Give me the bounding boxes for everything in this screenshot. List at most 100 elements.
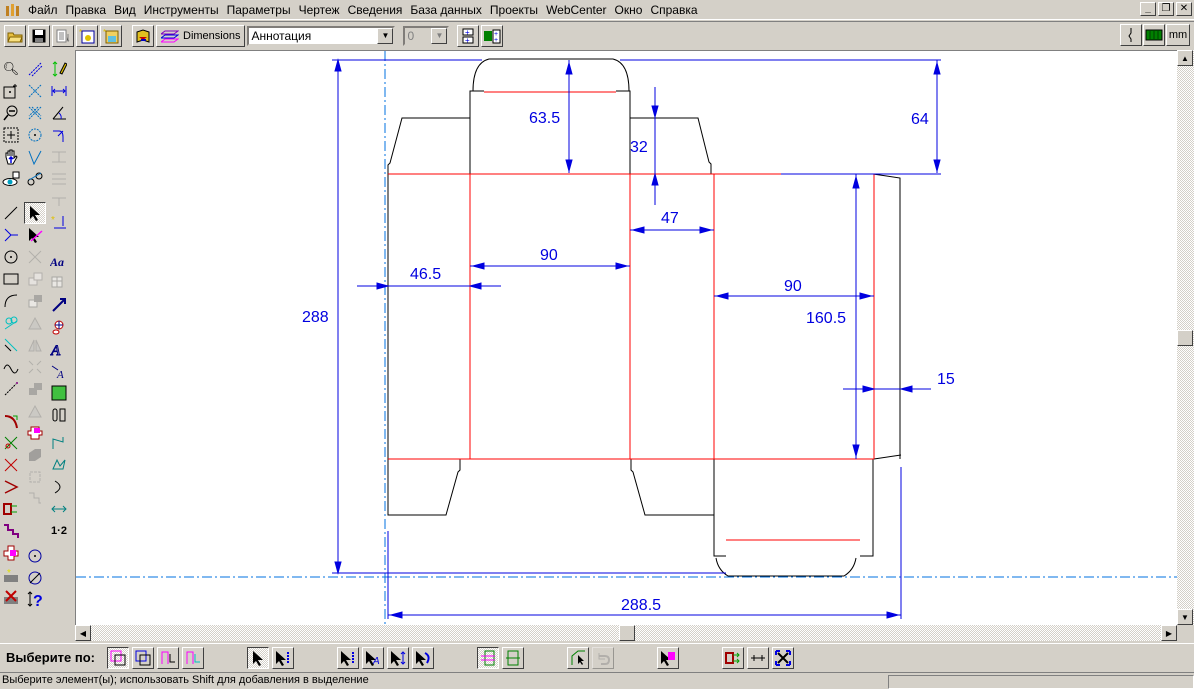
- scroll-up-button[interactable]: ▲: [1177, 50, 1193, 66]
- numbering-icon[interactable]: 1·2: [51, 525, 67, 537]
- radius-dimension-icon[interactable]: [48, 124, 70, 146]
- restore-button[interactable]: ❐: [1158, 2, 1174, 16]
- angle-icon[interactable]: [24, 146, 46, 168]
- arc-tool-icon[interactable]: [0, 290, 22, 312]
- vertical-scroll-thumb[interactable]: [1177, 330, 1193, 346]
- select-arrow-icon[interactable]: [24, 202, 46, 224]
- menu-database[interactable]: База данных: [410, 2, 482, 17]
- number-select[interactable]: 0 ▼: [403, 25, 450, 46]
- distance-arrow-icon[interactable]: [48, 498, 70, 520]
- layer-order-button[interactable]: ++: [457, 24, 480, 47]
- fillet-tool-icon[interactable]: [0, 312, 22, 334]
- bevel-tool-icon[interactable]: [0, 410, 22, 432]
- angle-dimension-icon[interactable]: [48, 102, 70, 124]
- horizontal-dimension-icon[interactable]: [48, 80, 70, 102]
- join-tool-icon[interactable]: [0, 542, 22, 564]
- close-button[interactable]: ✕: [1176, 2, 1192, 16]
- array-tool-icon[interactable]: [0, 498, 22, 520]
- offset-tool-icon[interactable]: [24, 378, 46, 400]
- outline-tool-icon[interactable]: [24, 466, 46, 488]
- menu-webcenter[interactable]: WebCenter: [546, 2, 607, 17]
- half-circle-icon[interactable]: [48, 476, 70, 498]
- copy-tool-icon[interactable]: [24, 268, 46, 290]
- undo-select-button[interactable]: [592, 646, 615, 669]
- dimension-baseline-icon[interactable]: [48, 190, 70, 212]
- select-query-icon[interactable]: [24, 224, 46, 246]
- tangent-icon[interactable]: [24, 168, 46, 190]
- chevron-down-icon[interactable]: ▼: [431, 27, 448, 44]
- layer-manager-button[interactable]: ++: [481, 24, 504, 47]
- clip-tool-icon[interactable]: [48, 404, 70, 426]
- select-line-button[interactable]: [337, 646, 360, 669]
- select-layer-button[interactable]: [477, 646, 500, 669]
- text-style-icon[interactable]: A: [48, 338, 70, 360]
- units-button[interactable]: mm: [1166, 24, 1190, 46]
- trim-tool-icon[interactable]: [24, 246, 46, 268]
- pan-hand-icon[interactable]: [0, 146, 22, 168]
- nick-tool-icon[interactable]: *: [0, 564, 22, 586]
- select-text-button[interactable]: A: [362, 646, 385, 669]
- v-notch-icon[interactable]: [0, 476, 22, 498]
- zoom-window-icon[interactable]: [0, 80, 22, 102]
- menu-parameters[interactable]: Параметры: [226, 2, 291, 17]
- leader-arrow-icon[interactable]: [48, 294, 70, 316]
- menu-file[interactable]: Файл: [28, 2, 58, 17]
- menu-window[interactable]: Окно: [614, 2, 643, 17]
- measure-query-icon[interactable]: ?: [24, 588, 46, 610]
- scale-tool-icon[interactable]: [24, 356, 46, 378]
- circle-tool-icon[interactable]: [0, 246, 22, 268]
- menu-info[interactable]: Сведения: [347, 2, 403, 17]
- profile-tool-icon[interactable]: [48, 432, 70, 454]
- zoom-out-icon[interactable]: [0, 102, 22, 124]
- line-type-button[interactable]: [1120, 24, 1142, 46]
- rotate-tool-icon[interactable]: [24, 312, 46, 334]
- fit-all-button[interactable]: [772, 646, 795, 669]
- scroll-right-button[interactable]: ▶: [1161, 625, 1177, 641]
- parallel-line-icon[interactable]: [24, 58, 46, 80]
- view-eye-icon[interactable]: [0, 168, 22, 190]
- menu-help[interactable]: Справка: [650, 2, 698, 17]
- layers-button[interactable]: [132, 24, 154, 47]
- horizontal-scroll-thumb[interactable]: [619, 625, 635, 641]
- select-fill-button[interactable]: [412, 646, 435, 669]
- new-design-button[interactable]: *: [76, 24, 98, 47]
- text-tool-icon[interactable]: Aa: [48, 250, 70, 272]
- symbol-tool-icon[interactable]: [48, 316, 70, 338]
- horizontal-scrollbar[interactable]: ◀ ▶: [75, 625, 1177, 641]
- auto-dimension-icon[interactable]: *: [48, 212, 70, 234]
- scroll-left-button[interactable]: ◀: [75, 625, 91, 641]
- new-layer-button[interactable]: *: [100, 24, 122, 47]
- select-dimension-button[interactable]: [387, 646, 410, 669]
- step-tool-icon[interactable]: [0, 520, 22, 542]
- menu-drawing[interactable]: Чертеж: [298, 2, 340, 17]
- steps-disabled-icon[interactable]: [24, 488, 46, 510]
- menu-edit[interactable]: Правка: [65, 2, 107, 17]
- select-element-button[interactable]: [247, 646, 270, 669]
- point-line-tool-icon[interactable]: [0, 378, 22, 400]
- open-button[interactable]: [4, 24, 26, 47]
- rectangle-tool-icon[interactable]: [0, 268, 22, 290]
- delete-line-icon[interactable]: [0, 454, 22, 476]
- move-tool-icon[interactable]: [24, 290, 46, 312]
- zoom-extents-icon[interactable]: [0, 124, 22, 146]
- circle-construction-icon[interactable]: [24, 124, 46, 146]
- measure-circle-icon[interactable]: [24, 544, 46, 566]
- table-tool-icon[interactable]: [48, 272, 70, 294]
- select-by-window-button[interactable]: [107, 646, 130, 669]
- select-add-button[interactable]: [272, 646, 295, 669]
- select-corner-button[interactable]: [567, 646, 590, 669]
- vertical-scrollbar[interactable]: ▲ ▼: [1177, 50, 1194, 625]
- menu-view[interactable]: Вид: [114, 2, 136, 17]
- polygon-tool-icon[interactable]: [48, 454, 70, 476]
- bisector-tool-icon[interactable]: [0, 224, 22, 246]
- measure-distance-button[interactable]: [747, 646, 770, 669]
- chevron-down-icon[interactable]: ▼: [377, 27, 394, 44]
- select-by-crossing-button[interactable]: [132, 646, 155, 669]
- dimension-disabled-icon[interactable]: [48, 146, 70, 168]
- drawing-canvas[interactable]: 63.5 32 64 47 90 46.5 90 160.5 15 288 28…: [75, 50, 1177, 625]
- select-block-button[interactable]: [657, 646, 680, 669]
- select-group-button[interactable]: [502, 646, 525, 669]
- partition-tool-icon[interactable]: [24, 422, 46, 444]
- mirror-tool-icon[interactable]: [24, 334, 46, 356]
- shade-tool-icon[interactable]: [24, 444, 46, 466]
